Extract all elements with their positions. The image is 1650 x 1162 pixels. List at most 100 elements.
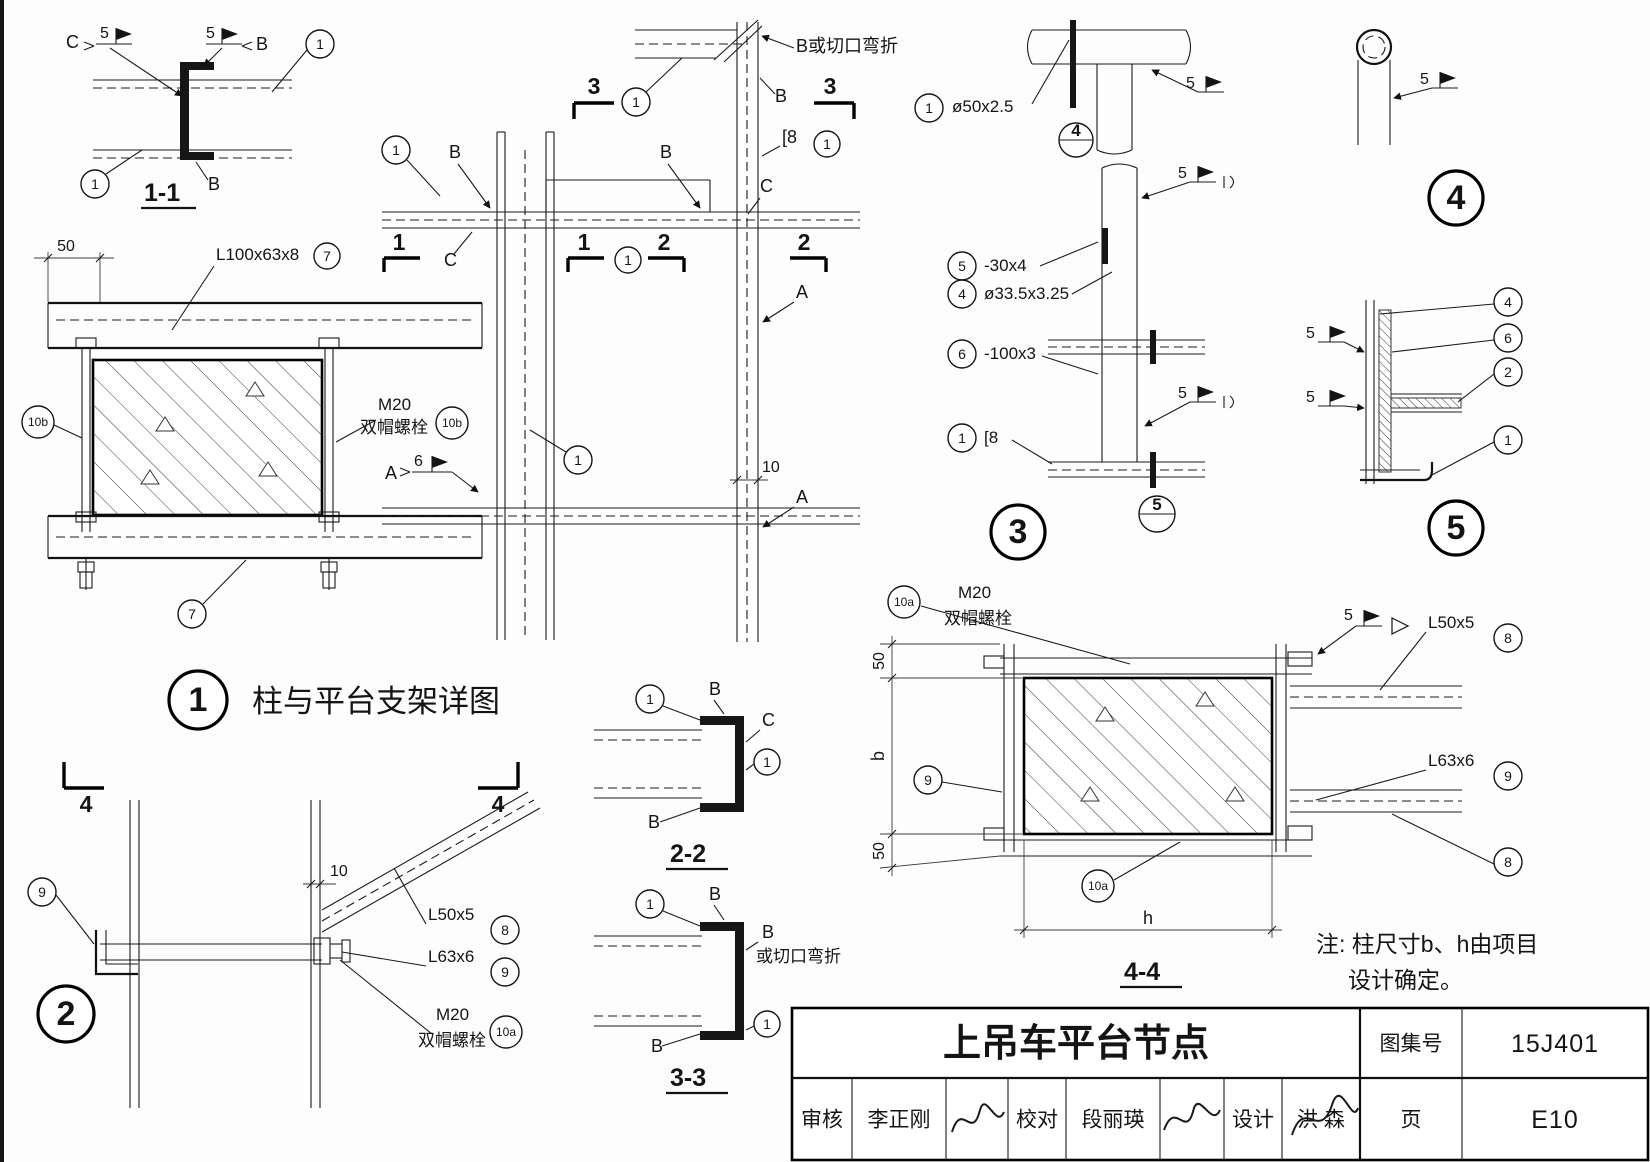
drawing-title: 上吊车平台节点 [943, 1023, 1209, 1065]
weld-size-label: 6 [414, 453, 423, 470]
pipe-d50-label: ø50x2.5 [952, 97, 1013, 116]
channel-8-label: [8 [984, 428, 998, 447]
page-number-value: E10 [1531, 1106, 1578, 1134]
pipe-d33-label: ø33.5x3.25 [984, 284, 1069, 303]
label-b: B [651, 1036, 663, 1056]
cut-label-b: B [256, 34, 268, 54]
title-block: 上吊车平台节点 图集号 15J401 审核 李正刚 校对 段丽瑛 设计 洪 森 … [790, 1006, 1650, 1162]
bend-note-rest-label: 或切口弯折 [756, 947, 841, 966]
reviewer-label: 审核 [801, 1109, 843, 1132]
callout-bubble-4: 4 [1504, 294, 1512, 310]
designer-signature [1291, 1094, 1359, 1136]
plate-30x4-label: -30x4 [984, 256, 1027, 275]
design-note: 注: 柱尺寸b、h由项目 设计确定。 [1316, 931, 1538, 993]
note-line-2: 设计确定。 [1348, 967, 1463, 993]
callout-bubble-6: 6 [1504, 330, 1512, 346]
detail-number-2: 2 [57, 995, 76, 1033]
callout-bubble-1: 1 [392, 142, 400, 158]
bolt-m20-label: M20 [378, 395, 411, 414]
label-b: B [648, 812, 660, 832]
section-4-4-view: 10a M20 双帽螺栓 5 L50x5 8 L63x6 9 9 8 10a [868, 583, 1523, 989]
weld-size-label: 5 [1306, 325, 1315, 342]
detail-1-view: 50 L100x63x8 7 10b M20 双帽螺栓 10b A 6 [21, 238, 483, 629]
atlas-number-label: 图集号 [1380, 1033, 1443, 1056]
callout-bubble-1: 1 [925, 100, 933, 116]
callout-bubble-1: 1 [574, 452, 582, 468]
bend-note-label: B或切口弯折 [796, 36, 898, 56]
cut-label-c: C [66, 32, 79, 52]
section-title-3-3: 3-3 [670, 1064, 706, 1092]
label-b: B [709, 679, 721, 699]
label-a: A [796, 487, 808, 507]
angle-connection-view: 5 5 4 6 2 1 5 [1306, 287, 1523, 557]
section-mark-4: 4 [80, 791, 93, 817]
callout-bubble-10a: 10a [1088, 879, 1108, 893]
angle-l50-label: L50x5 [1428, 613, 1474, 632]
bolt-m20-label: M20 [958, 583, 991, 602]
angle-l50-label: L50x5 [428, 905, 474, 924]
plate-100x3-label: -100x3 [984, 344, 1036, 363]
section-2-2-view: 1 B C 1 B 2-2 [594, 679, 781, 871]
callout-bubble-1: 1 [624, 252, 632, 268]
checker-signature [1163, 1102, 1221, 1131]
detail-number-4: 4 [1447, 179, 1466, 217]
callout-bubble-9: 9 [1504, 768, 1512, 784]
callout-bubble-8: 8 [1504, 630, 1512, 646]
label-c: C [444, 250, 457, 270]
detail-2-view: 4 4 10 9 L50x5 8 L63x6 9 M20 双帽螺栓 10a 2 [27, 762, 541, 1108]
callout-bubble-8: 8 [1504, 854, 1512, 870]
section-3-3-view: 1 B B 或切口弯折 1 B 3-3 [594, 884, 841, 1095]
detail-ref-5: 5 [1152, 495, 1161, 514]
angle-l100-label: L100x63x8 [216, 245, 299, 264]
detail-number-1: 1 [189, 681, 208, 719]
label-c: C [762, 710, 775, 730]
dim-h-label: h [1143, 908, 1153, 928]
detail-1-title: 1 柱与平台支架详图 [167, 669, 500, 731]
checker-name: 段丽瑛 [1082, 1109, 1145, 1132]
pipe-tee-view: 1 ø50x2.5 4 5 [914, 20, 1224, 158]
bolt-type-label: 双帽螺栓 [360, 418, 428, 437]
callout-bubble-1: 1 [1504, 432, 1512, 448]
callout-bubble-10b: 10b [28, 415, 48, 429]
bolt-type-label: 双帽螺栓 [418, 1031, 486, 1050]
dim-10-label: 10 [762, 459, 780, 476]
callout-bubble-1: 1 [763, 1016, 771, 1032]
callout-bubble-10a: 10a [894, 595, 914, 609]
weld-size-label: 5 [1178, 165, 1187, 182]
atlas-number-value: 15J401 [1511, 1030, 1599, 1058]
label-c: C [760, 176, 773, 196]
callout-bubble-10b: 10b [442, 416, 462, 430]
detail-number-5: 5 [1447, 509, 1466, 547]
detail-number-3: 3 [1009, 513, 1028, 551]
callout-bubble-1: 1 [316, 36, 324, 52]
label-b: B [709, 884, 721, 904]
callout-bubble-9: 9 [501, 964, 509, 980]
callout-bubble-1: 1 [632, 94, 640, 110]
weld-size-label: 5 [1306, 389, 1315, 406]
label-b: B [660, 142, 672, 162]
callout-bubble-4: 4 [958, 286, 966, 302]
callout-bubble-5: 5 [958, 258, 966, 274]
weld-size-label: 5 [100, 25, 109, 42]
weld-size-label: 5 [1186, 75, 1195, 92]
callout-bubble-6: 6 [958, 346, 966, 362]
callout-bubble-9: 9 [924, 772, 932, 788]
section-mark-4: 4 [492, 791, 505, 817]
section-mark-2: 2 [798, 229, 811, 255]
designer-label: 设计 [1232, 1109, 1274, 1132]
section-1-1-view: C 5 5 B 1 1 B 1-1 [66, 25, 335, 210]
bend-note-b-label: B [762, 922, 774, 942]
detail-ref-4: 4 [1071, 121, 1081, 140]
callout-bubble-2: 2 [1504, 364, 1512, 380]
plan-view: B或切口弯折 B 1 3 3 B B 1 [8 1 C C 1 1 1 2 2 … [381, 19, 898, 642]
callout-bubble-7: 7 [188, 606, 196, 622]
section-mark-1: 1 [393, 229, 406, 255]
label-a: A [796, 282, 808, 302]
angle-l63-label: L63x6 [1428, 751, 1474, 770]
callout-bubble-10a: 10a [496, 1025, 516, 1039]
bolt-type-label: 双帽螺栓 [944, 609, 1012, 628]
reviewer-signature [951, 1103, 1005, 1133]
